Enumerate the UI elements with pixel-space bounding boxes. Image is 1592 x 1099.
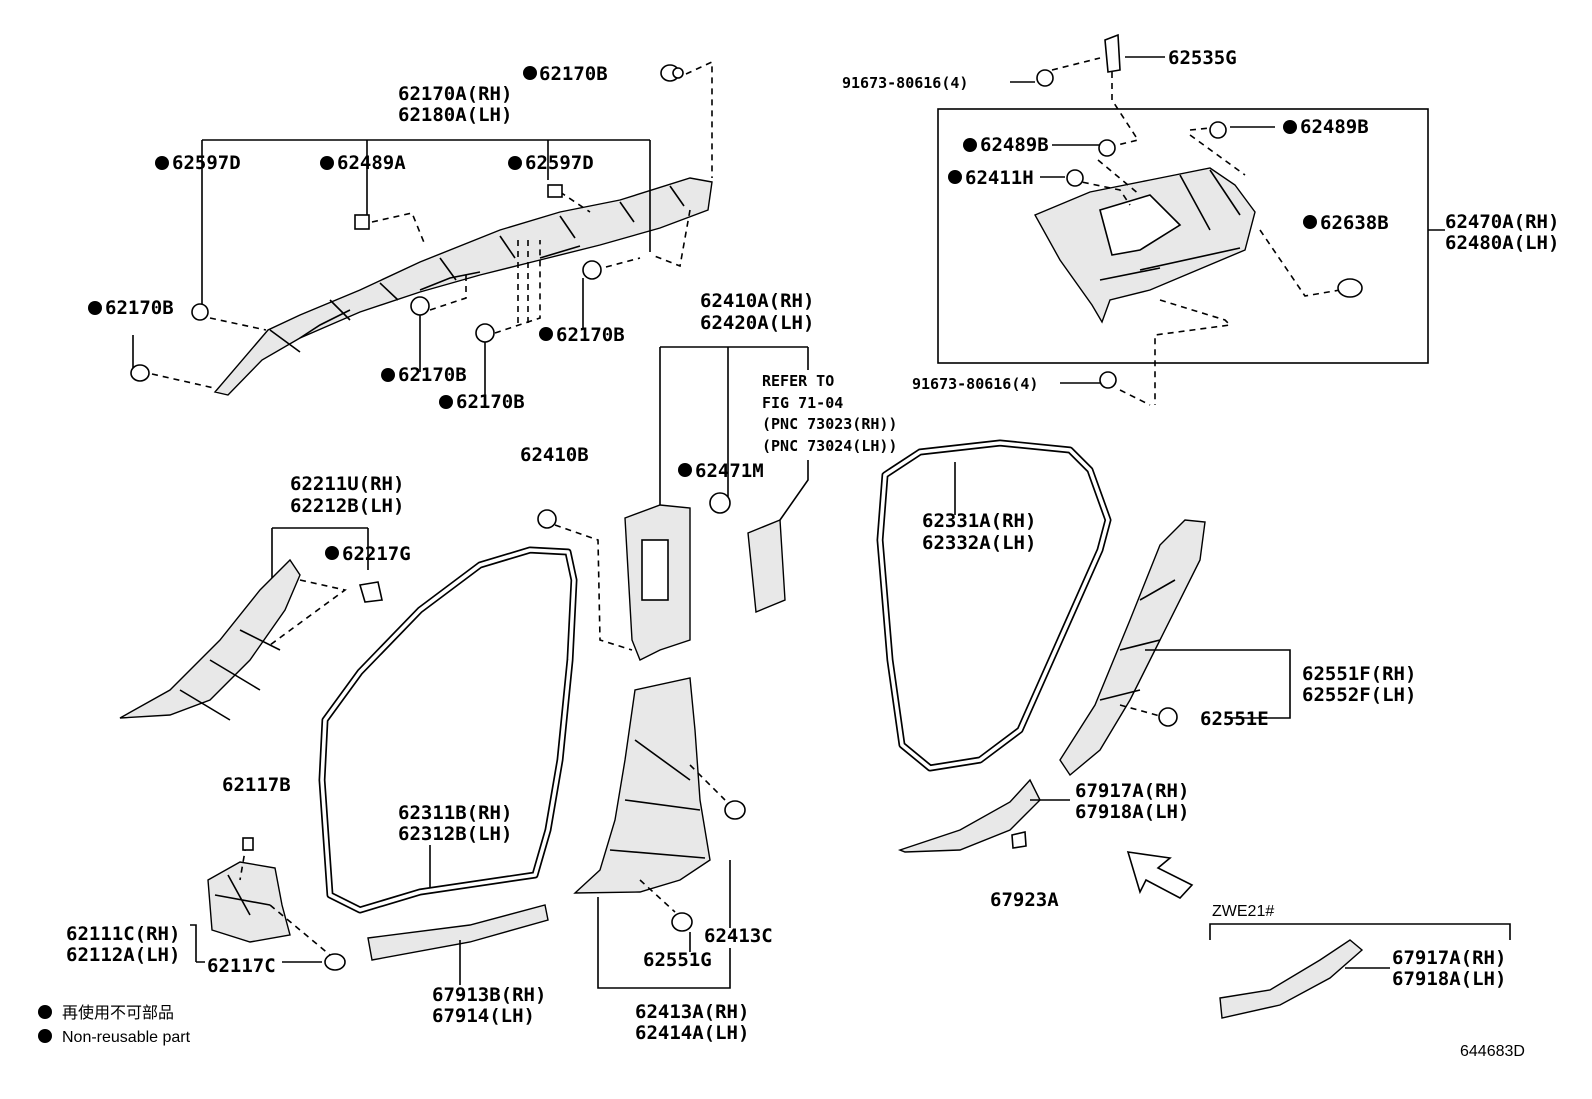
part-label: 62170B (556, 324, 625, 346)
part-label: 62489B (980, 134, 1049, 156)
diagram-id: 644683D (1460, 1043, 1525, 1060)
part-label: 62312B(LH) (398, 823, 512, 845)
part-label: 62170B (456, 391, 525, 413)
part-label: 62413A(RH) (635, 1001, 749, 1023)
reference-note: REFER TO (762, 372, 834, 390)
clip-icon (671, 912, 693, 932)
part-label: 62535G (1168, 47, 1237, 69)
clip-icon (324, 953, 346, 971)
clip-icon (724, 800, 746, 820)
part-label: 62410B (520, 444, 589, 466)
part-label: 67918A(LH) (1392, 968, 1506, 990)
part-label: 91673-80616(4) (912, 375, 1038, 393)
part-label: 67918A(LH) (1075, 801, 1189, 823)
belt-guide (747, 518, 786, 614)
clip-icon (1158, 707, 1178, 727)
quarter-trim-panel (1034, 167, 1256, 324)
part-label: 62212B(LH) (290, 495, 404, 517)
part-label: 62411H (965, 167, 1034, 189)
part-label: 62551E (1200, 708, 1269, 730)
clip-icon (1011, 831, 1027, 849)
clip-icon (1036, 33, 1363, 389)
part-label: 62489A (337, 152, 406, 174)
part-label: 62638B (1320, 212, 1389, 234)
part-label: 62597D (525, 152, 594, 174)
part-label: 67917A(RH) (1392, 947, 1506, 969)
part-label: 62111C(RH) (66, 923, 180, 945)
b-pillar-upper-trim (624, 504, 691, 661)
zwe21-bracket (1209, 923, 1511, 940)
a-pillar-trim (119, 558, 301, 721)
part-label: 62413C (704, 925, 773, 947)
part-label: 62551F(RH) (1302, 663, 1416, 685)
reference-note: (PNC 73023(RH)) (762, 415, 897, 433)
non-reusable-marker-icon (38, 66, 1317, 1043)
legend-text-jp: 再使用不可部品 (62, 1004, 174, 1022)
clip-icon (709, 492, 731, 514)
c-pillar-lower-trim (1059, 519, 1206, 777)
part-label: 62117B (222, 774, 291, 796)
zwe21-scuff-plate (1219, 939, 1364, 1019)
rear-door-weatherstrip (876, 439, 1112, 772)
part-label: 67914(LH) (432, 1005, 535, 1027)
part-label: 62170A(RH) (398, 83, 512, 105)
part-label: 62170B (105, 297, 174, 319)
clip-icon (242, 837, 254, 851)
roof-rail-assembly (213, 177, 713, 396)
part-label: 62410A(RH) (700, 290, 814, 312)
legend-text-en: Non-reusable part (62, 1029, 191, 1046)
part-label: 62112A(LH) (66, 944, 180, 966)
b-pillar-lower-trim (573, 677, 711, 894)
part-label: 62489B (1300, 116, 1369, 138)
detail-box (937, 108, 1429, 364)
part-label: 67913B(RH) (432, 984, 546, 1006)
part-label: 62420A(LH) (700, 312, 814, 334)
clip-icon (358, 581, 383, 603)
front-door-weatherstrip (318, 546, 578, 914)
cowl-side-trim (207, 861, 291, 943)
part-label: 62211U(RH) (290, 473, 404, 495)
part-label: 62331A(RH) (922, 510, 1036, 532)
model-code-label: ZWE21# (1212, 903, 1274, 920)
part-label: 62180A(LH) (398, 104, 512, 126)
reference-note: FIG 71-04 (762, 394, 843, 412)
part-label: 67917A(RH) (1075, 780, 1189, 802)
part-label: 62332A(LH) (922, 532, 1036, 554)
part-label: 62597D (172, 152, 241, 174)
part-label: 62480A(LH) (1445, 232, 1559, 254)
clip-icon (130, 64, 684, 382)
part-label: 62552F(LH) (1302, 684, 1416, 706)
clip-icon (537, 509, 557, 529)
part-label: 62470A(RH) (1445, 211, 1559, 233)
front-scuff-plate (367, 904, 549, 961)
part-label: 62170B (398, 364, 467, 386)
part-label: 62414A(LH) (635, 1022, 749, 1044)
part-label: 67923A (990, 889, 1059, 911)
part-label: 62551G (643, 949, 712, 971)
part-label: 62217G (342, 543, 411, 565)
view-arrow-icon (1126, 851, 1194, 899)
part-label: 91673-80616(4) (842, 74, 968, 92)
reference-note: (PNC 73024(LH)) (762, 437, 897, 455)
part-label: 62170B (539, 63, 608, 85)
part-label: 62117C (207, 955, 276, 977)
part-label: 62311B(RH) (398, 802, 512, 824)
part-label: 62471M (695, 460, 764, 482)
